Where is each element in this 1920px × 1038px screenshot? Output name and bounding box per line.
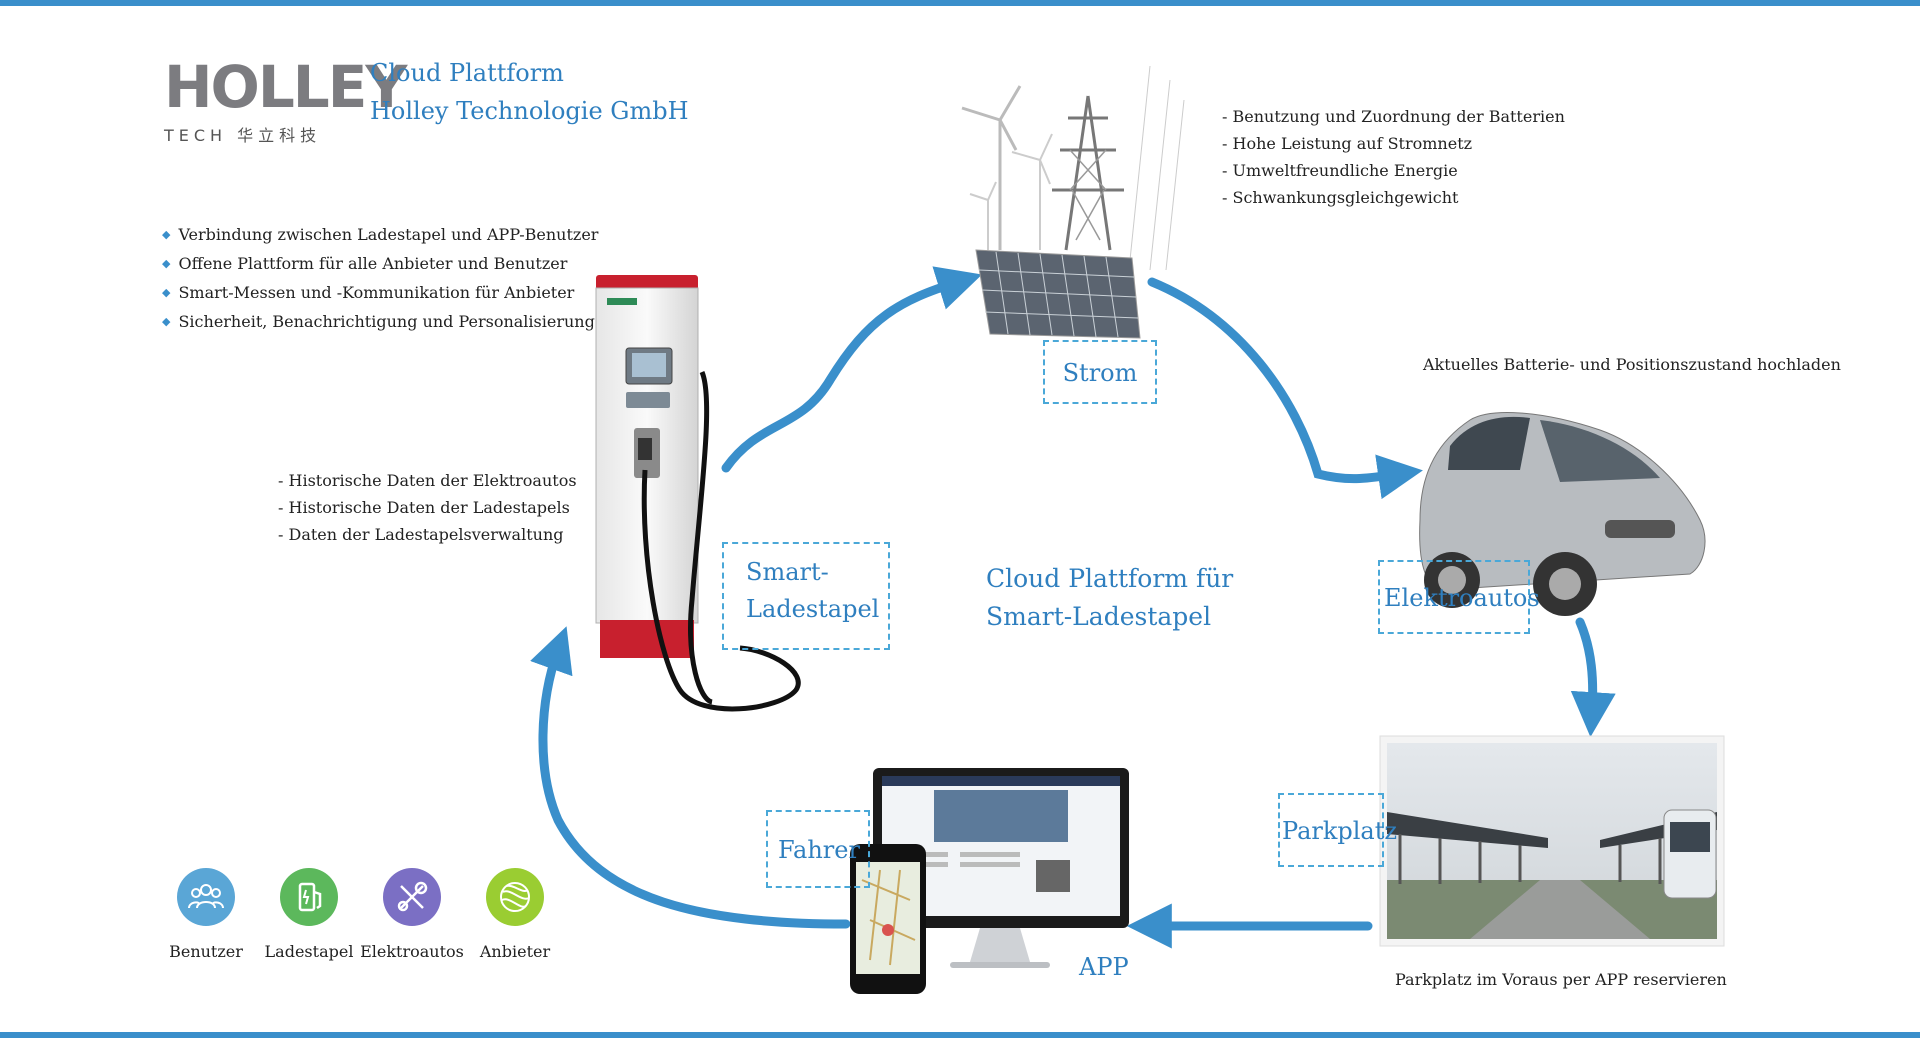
strom-notes: Benutzung und Zuordnung der Batterien Ho… [1222,103,1565,211]
historic-list: Historische Daten der Elektroautos Histo… [278,467,577,548]
solar-panel-illustration [975,249,1141,339]
strom-note: Hohe Leistung auf Stromnetz [1222,130,1565,157]
caption-upload: Aktuelles Batterie- und Positionszustand… [1423,355,1841,374]
arrow-charger-to-strom [721,266,983,473]
arrow-app-to-charger [530,626,851,929]
top-border [0,0,1920,6]
header-line2: Holley Technologie GmbH [370,97,689,125]
devices-illustration [850,768,1129,994]
strom-note: Umweltfreundliche Energie [1222,157,1565,184]
charging-station-illustration [595,275,801,712]
node-elektroautos: Elektroautos [1378,560,1540,634]
node-app: APP [1079,953,1129,981]
feature-list: Verbindung zwischen Ladestapel und APP-B… [162,221,598,337]
historic-item: Historische Daten der Elektroautos [278,467,577,494]
strom-note: Schwankungsgleichgewicht [1222,184,1565,211]
logo-sub: TECH 华立科技 [164,126,322,145]
users-icon [177,868,235,926]
feature-item: Smart-Messen und -Kommunikation für Anbi… [162,279,598,308]
node-parkplatz: Parkplatz [1278,793,1397,867]
historic-item: Historische Daten der Ladestapels [278,494,577,521]
caption-reserve: Parkplatz im Voraus per APP reservieren [1395,970,1727,989]
node-smart-ladestapel: Smart-Ladestapel [722,542,890,650]
header-titles: Cloud Plattform Holley Technologie GmbH [370,54,689,130]
icon-label-anbieter: Anbieter [479,942,551,961]
icon-label-benutzer: Benutzer [169,942,243,961]
feature-item: Sicherheit, Benachrichtigung und Persona… [162,308,598,337]
feature-item: Offene Plattform für alle Anbieter und B… [162,250,598,279]
provider-icon [486,868,544,926]
historic-item: Daten der Ladestapelsverwaltung [278,521,577,548]
strom-note: Benutzung und Zuordnung der Batterien [1222,103,1565,130]
flow-arrows [530,266,1616,949]
holley-logo: HOLLEY TECH 华立科技 [164,53,407,146]
header-line1: Cloud Plattform [370,59,564,87]
electric-car-illustration [1419,412,1706,616]
icon-label-elektroautos: Elektroautos [360,942,464,961]
tools-icon [383,868,441,926]
arrow-car-to-parking [1570,617,1616,738]
arrow-strom-to-car [1147,277,1423,500]
power-grid-illustration [961,65,1185,271]
charger-icon [280,868,338,926]
icon-label-ladestapel: Ladestapel [264,942,354,961]
logo-word: HOLLEY [164,53,407,121]
bottom-border [0,1032,1920,1038]
node-fahrer: Fahrer [766,810,870,888]
node-strom: Strom [1043,340,1157,404]
parking-photo [1379,735,1725,947]
feature-item: Verbindung zwischen Ladestapel und APP-B… [162,221,598,250]
